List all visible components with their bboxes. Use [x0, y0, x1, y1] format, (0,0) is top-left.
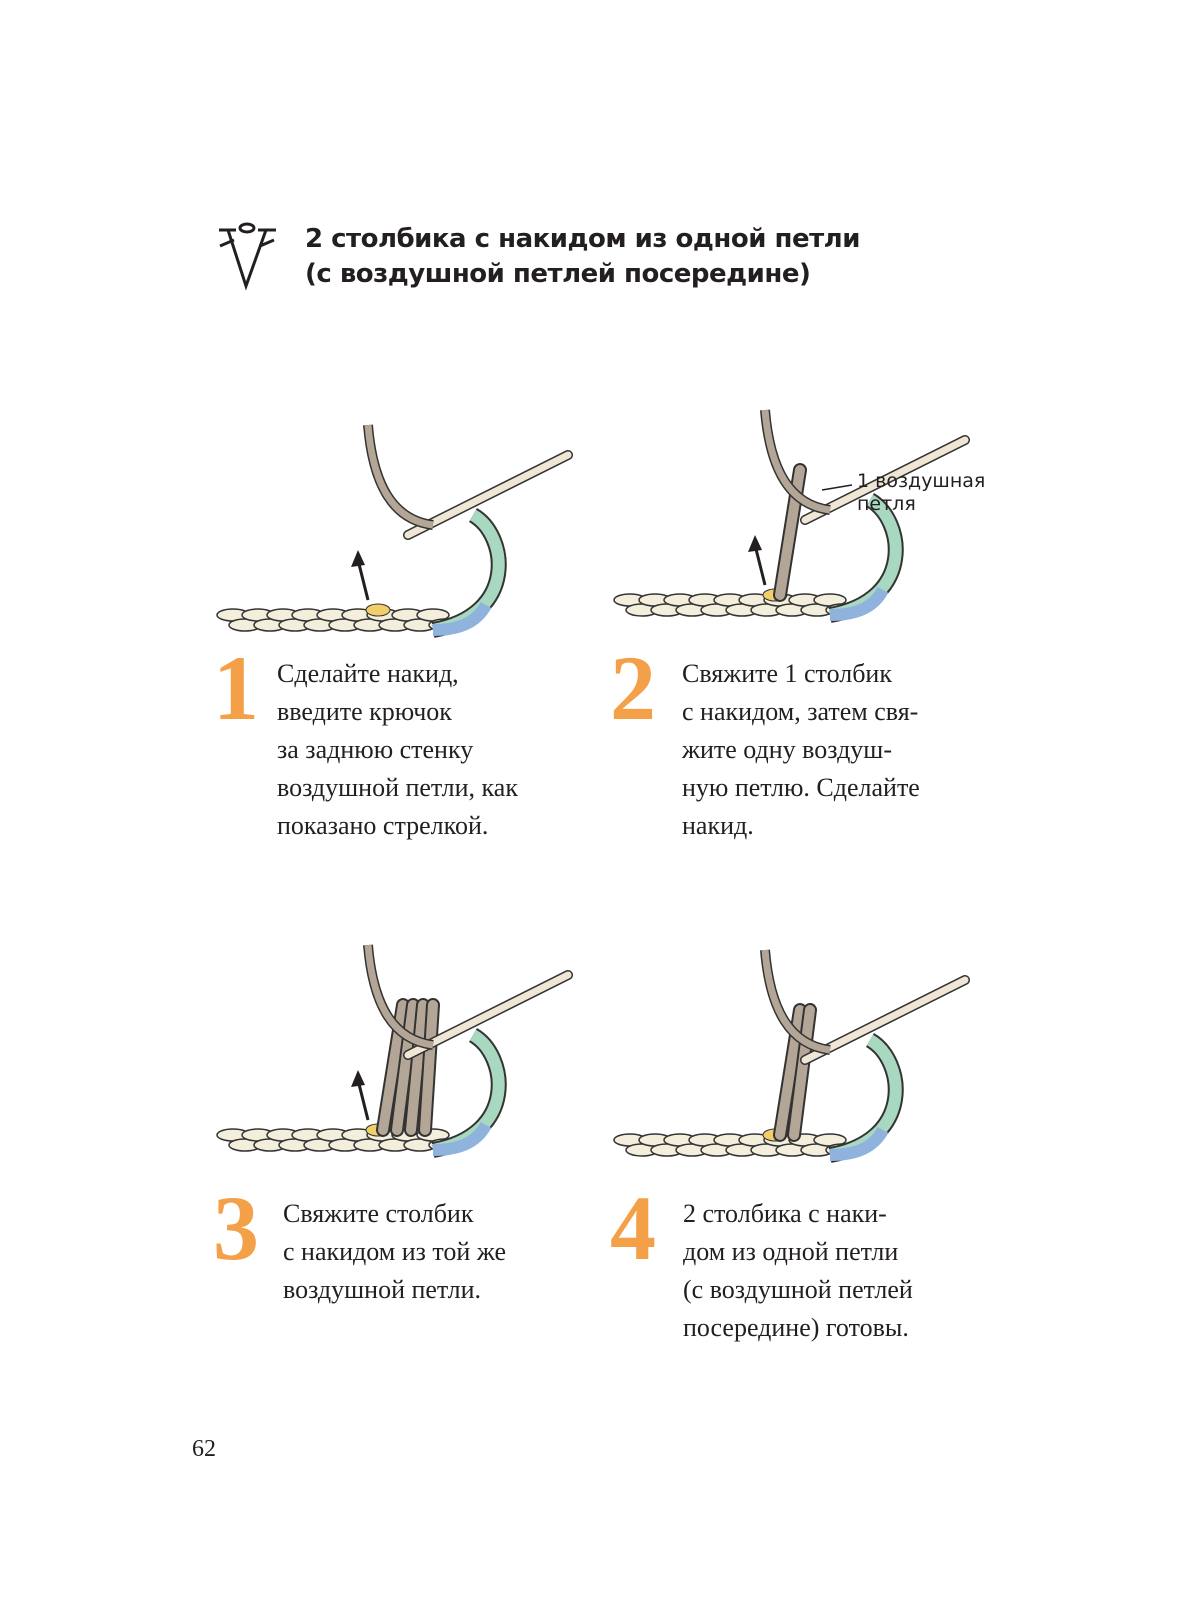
yarn [364, 424, 434, 529]
callout-label: 1 воздушная петля [857, 470, 985, 516]
step-2-number: 2 [610, 637, 656, 739]
arrow-head-icon [748, 535, 762, 552]
page-number: 62 [192, 1436, 216, 1462]
crochet-hook [801, 436, 969, 524]
chain-ring-blue [829, 586, 889, 621]
callout-line [821, 484, 853, 491]
chain-ring-blue [432, 601, 492, 636]
page-title: 2 столбика с накидом из одной петли (с в… [305, 222, 860, 292]
stitch [420, 1000, 438, 1135]
step-1-number: 1 [213, 637, 259, 739]
arrow-icon [753, 544, 767, 586]
title-line-2: (с воздушной петлей посередине) [305, 259, 811, 289]
step-1-text: Сделайте накид, введите крючок за заднюю… [277, 659, 518, 840]
step-4-text: 2 столбика с наки- дом из одной петли (с… [683, 1199, 913, 1342]
stitch [789, 1005, 815, 1140]
step-2-text: Свяжите 1 столбик с накидом, затем свя- … [682, 659, 920, 840]
step-4-number: 4 [610, 1177, 656, 1279]
crochet-hook [404, 971, 572, 1059]
yarn [364, 944, 434, 1049]
arrow-head-icon [351, 550, 365, 567]
stitch [392, 1000, 418, 1135]
chain-ring-blue [432, 1121, 492, 1156]
arrow-icon [356, 1079, 370, 1121]
arrow-head-icon [351, 1070, 365, 1087]
crochet-symbol-icon [219, 222, 276, 291]
chain-ring-blue [829, 1126, 889, 1161]
step-3-text: Свяжите столбик с накидом из той же возд… [283, 1199, 507, 1304]
callout-line-2: петля [857, 493, 916, 515]
crochet-hook [404, 451, 572, 539]
step-3-number: 3 [213, 1177, 259, 1279]
callout-line-1: 1 воздушная [857, 470, 986, 492]
working-loop [365, 603, 391, 617]
yarn [761, 949, 831, 1054]
stitch [406, 1000, 428, 1135]
arrow-icon [356, 559, 370, 601]
title-line-1: 2 столбика с накидом из одной петли [305, 224, 860, 254]
crochet-hook [801, 976, 969, 1064]
yarn [761, 409, 831, 514]
